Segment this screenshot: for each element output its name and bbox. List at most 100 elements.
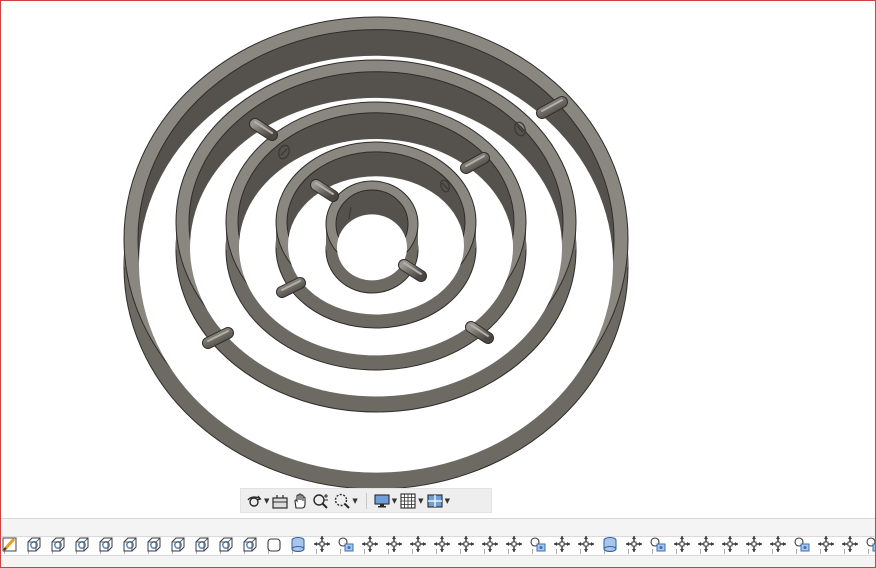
pin-3[interactable]: [536, 96, 568, 119]
chevron-down-icon: ▼: [418, 496, 424, 505]
look-at-button[interactable]: [271, 490, 289, 512]
extrude-icon: [147, 537, 161, 552]
timeline-feature-move[interactable]: [624, 533, 644, 555]
move-icon: [674, 536, 690, 552]
timeline-tick: [700, 549, 701, 554]
timeline-feature-joint[interactable]: [792, 533, 812, 555]
move-icon: [578, 536, 594, 552]
timeline-feature-move[interactable]: [360, 533, 380, 555]
timeline-feature-move[interactable]: [552, 533, 572, 555]
extrude-icon: [27, 537, 41, 552]
timeline-tick: [652, 549, 653, 554]
timeline-tick: [340, 549, 341, 554]
timeline-feature-cylinder[interactable]: [600, 533, 620, 555]
timeline-feature-move[interactable]: [432, 533, 452, 555]
timeline-feature-extrude[interactable]: [48, 533, 68, 555]
timeline-feature-extrude[interactable]: [24, 533, 44, 555]
move-icon: [314, 536, 330, 552]
cylinder-icon: [603, 537, 617, 552]
timeline-feature-move[interactable]: [672, 533, 692, 555]
timeline-feature-extrude[interactable]: [72, 533, 92, 555]
timeline-tick: [532, 549, 533, 554]
timeline-feature-move[interactable]: [720, 533, 740, 555]
timeline-feature-move[interactable]: [480, 533, 500, 555]
timeline-feature-move[interactable]: [840, 533, 860, 555]
timeline-tick: [484, 549, 485, 554]
chevron-down-icon: ▼: [264, 496, 270, 505]
pan-button[interactable]: [291, 490, 309, 512]
display-settings-button[interactable]: ▼: [373, 490, 397, 512]
move-icon: [818, 536, 834, 552]
timeline-feature-move[interactable]: [504, 533, 524, 555]
timeline-feature-move[interactable]: [456, 533, 476, 555]
timeline-feature-extrude[interactable]: [168, 533, 188, 555]
joint-icon: [866, 537, 876, 552]
hand-icon: [294, 492, 306, 509]
pin-5[interactable]: [276, 277, 306, 298]
timeline-feature-move[interactable]: [816, 533, 836, 555]
inner-ring[interactable]: [325, 180, 419, 294]
extrude-icon: [171, 537, 185, 552]
sketch-icon: [2, 537, 17, 552]
chevron-down-icon: ▼: [444, 496, 450, 505]
timeline-feature-move[interactable]: [696, 533, 716, 555]
ring-model[interactable]: [0, 0, 876, 518]
timeline-feature-sketch[interactable]: [0, 533, 20, 555]
chevron-down-icon: ▼: [391, 496, 398, 505]
timeline-feature-move[interactable]: [408, 533, 428, 555]
extrude-icon: [195, 537, 209, 552]
timeline-feature-extrude[interactable]: [240, 533, 260, 555]
timeline-feature-joint[interactable]: [528, 533, 548, 555]
pin-4[interactable]: [460, 152, 490, 174]
pin-6[interactable]: [310, 179, 339, 202]
timeline-feature-extrude[interactable]: [120, 533, 140, 555]
timeline-feature-move[interactable]: [744, 533, 764, 555]
zoom-plus-minus-icon: [313, 493, 329, 509]
zoom-window-icon: [335, 493, 351, 509]
pin-1[interactable]: [202, 327, 234, 349]
pin-7[interactable]: [398, 259, 427, 282]
timeline-tick: [268, 549, 269, 554]
timeline-feature-move[interactable]: [768, 533, 788, 555]
joint-icon: [530, 537, 546, 552]
pin-8[interactable]: [465, 321, 494, 344]
timeline-feature-extrude[interactable]: [192, 533, 212, 555]
cylinder-icon: [291, 537, 305, 552]
timeline-tick: [460, 549, 461, 554]
timeline-feature-cylinder[interactable]: [288, 533, 308, 555]
viewports-button[interactable]: ▼: [426, 490, 450, 512]
timeline-tick: [580, 549, 581, 554]
move-icon: [554, 536, 570, 552]
pin-2[interactable]: [249, 118, 278, 141]
timeline-tick: [628, 549, 629, 554]
timeline-tick: [820, 549, 821, 554]
engraved-mark-line: [348, 206, 352, 220]
move-icon: [746, 536, 762, 552]
timeline-feature-joint[interactable]: [864, 533, 876, 555]
chevron-down-icon: ▼: [352, 496, 358, 505]
zoom-button[interactable]: [311, 490, 331, 512]
orbit-button[interactable]: ▼: [245, 490, 269, 512]
engraved-mark-line: [516, 125, 524, 133]
orbit-icon: [247, 495, 262, 507]
look-at-icon: [272, 494, 288, 509]
timeline-feature-extrude[interactable]: [216, 533, 236, 555]
multi-viewport-icon: [427, 493, 443, 508]
3d-viewport[interactable]: [0, 0, 876, 518]
timeline-feature-box[interactable]: [264, 533, 284, 555]
timeline-feature-joint[interactable]: [648, 533, 668, 555]
timeline-feature-joint[interactable]: [336, 533, 356, 555]
engraved-mark: [440, 179, 450, 193]
move-icon: [770, 536, 786, 552]
engraved-mark-line: [441, 182, 449, 190]
timeline-tick: [556, 549, 557, 554]
grid-settings-button[interactable]: ▼: [399, 490, 424, 512]
timeline-feature-move[interactable]: [312, 533, 332, 555]
timeline-feature-extrude[interactable]: [144, 533, 164, 555]
timeline-feature-move[interactable]: [576, 533, 596, 555]
fit-button[interactable]: ▼: [333, 490, 358, 512]
engraved-mark: [514, 121, 526, 137]
timeline-feature-move[interactable]: [384, 533, 404, 555]
timeline-feature-extrude[interactable]: [96, 533, 116, 555]
extrude-icon: [123, 537, 137, 552]
